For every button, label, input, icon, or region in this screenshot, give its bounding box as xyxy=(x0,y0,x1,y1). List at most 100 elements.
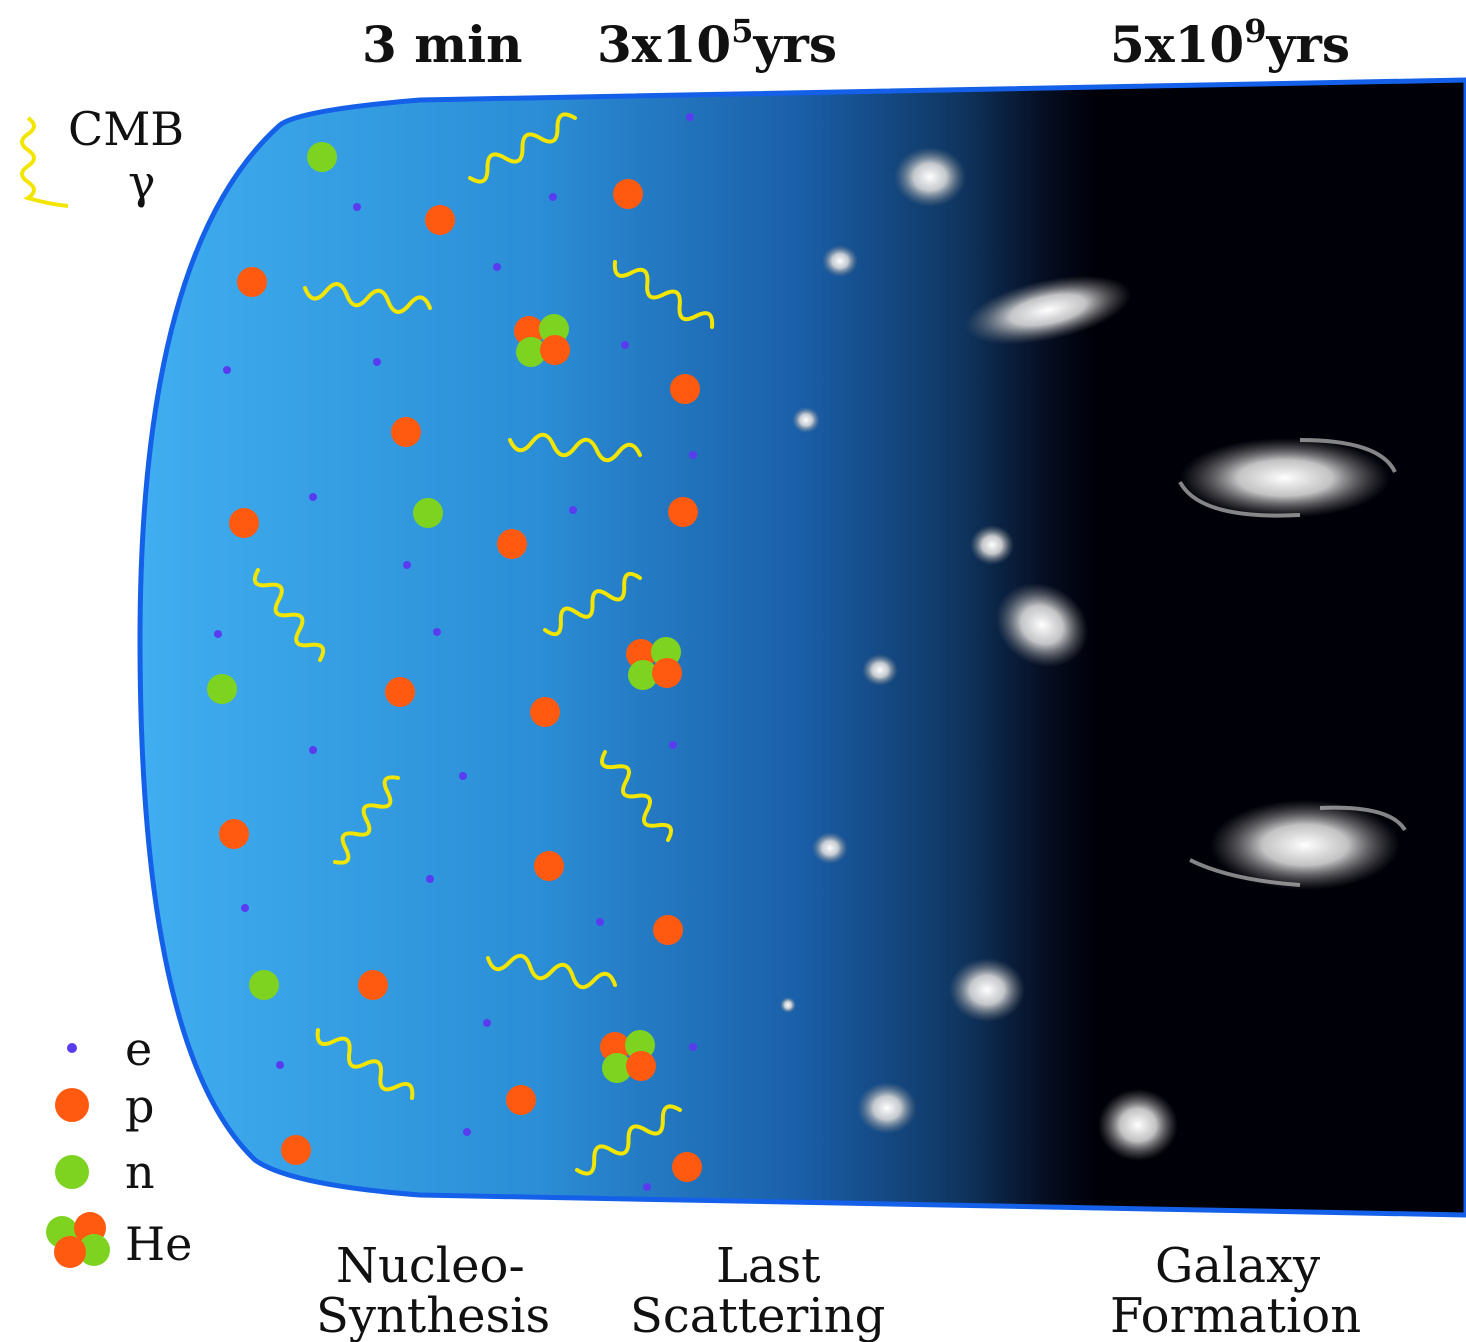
electron xyxy=(669,741,677,749)
last-scattering-caption-line1: Last xyxy=(716,1238,820,1294)
helium-legend-label: He xyxy=(125,1217,192,1271)
neutron xyxy=(413,498,443,528)
helium-legend-icon xyxy=(46,1212,110,1268)
proton xyxy=(670,374,700,404)
electron xyxy=(241,904,249,912)
cmb-photon xyxy=(303,282,432,314)
electron xyxy=(403,561,411,569)
cmb-legend-label: CMB xyxy=(68,102,184,156)
neutron-legend-label: n xyxy=(125,1145,155,1199)
electron xyxy=(569,506,577,514)
electron xyxy=(373,358,381,366)
electron xyxy=(596,918,604,926)
galaxy xyxy=(970,525,1014,565)
cmb-photon xyxy=(543,571,642,637)
proton xyxy=(530,697,560,727)
electron xyxy=(463,1128,471,1136)
last-scattering-time-label: 3x105yrs xyxy=(597,12,837,74)
proton-legend-icon xyxy=(55,1088,89,1122)
proton xyxy=(613,179,643,209)
proton xyxy=(506,1085,536,1115)
plasma-particles xyxy=(207,113,702,1191)
electron xyxy=(549,193,557,201)
proton-legend-label: p xyxy=(125,1079,154,1133)
galaxy xyxy=(1180,438,1390,518)
galaxy-formation-time-label: 5x109yrs xyxy=(1110,12,1350,74)
neutron xyxy=(307,142,337,172)
proton xyxy=(534,851,564,881)
electron xyxy=(223,366,231,374)
electron xyxy=(433,628,441,636)
proton xyxy=(229,508,259,538)
galaxies xyxy=(780,147,1407,1161)
galaxy xyxy=(894,147,966,207)
helium-nucleus xyxy=(514,314,570,367)
galaxy xyxy=(812,832,848,864)
proton xyxy=(425,205,455,235)
galaxy-caption-line1: Galaxy xyxy=(1155,1238,1320,1294)
neutron xyxy=(249,970,279,1000)
cmb-photon xyxy=(508,432,642,463)
cmb-photon xyxy=(315,1028,415,1100)
electron xyxy=(214,630,222,638)
electron xyxy=(483,1019,491,1027)
galaxy xyxy=(1098,1089,1178,1161)
neutron-legend-icon xyxy=(55,1155,89,1189)
proton xyxy=(391,417,421,447)
proton xyxy=(358,970,388,1000)
neutron xyxy=(207,674,237,704)
universe-region xyxy=(137,77,1466,1218)
spiral-arm xyxy=(1178,438,1397,518)
helium-nucleus xyxy=(626,637,682,690)
galaxy xyxy=(857,1082,917,1134)
gamma-legend-label: γ xyxy=(128,155,156,209)
electron xyxy=(276,1061,284,1069)
electron xyxy=(353,203,361,211)
galaxy xyxy=(822,245,858,277)
electron xyxy=(686,113,694,121)
cmb-photon xyxy=(468,112,577,184)
galaxy xyxy=(1210,800,1400,890)
spiral-arm xyxy=(1189,805,1407,887)
electron xyxy=(643,1183,651,1191)
proton xyxy=(237,267,267,297)
cmb-photon xyxy=(333,775,400,865)
nucleosynthesis-caption-line2: Synthesis xyxy=(316,1288,550,1342)
last-scattering-caption-line2: Scattering xyxy=(630,1288,885,1342)
electron-legend-label: e xyxy=(125,1022,152,1076)
proton xyxy=(219,819,249,849)
electron xyxy=(459,772,467,780)
cmb-photon xyxy=(252,568,326,662)
proton xyxy=(385,677,415,707)
helium-nucleus xyxy=(600,1030,656,1083)
galaxy xyxy=(995,582,1089,668)
galaxy xyxy=(780,997,796,1013)
cmb-photons xyxy=(252,112,715,1176)
cmb-photon xyxy=(575,1104,682,1176)
proton xyxy=(668,497,698,527)
cmb-photon xyxy=(486,953,617,990)
proton xyxy=(672,1152,702,1182)
electron xyxy=(621,341,629,349)
galaxy xyxy=(862,654,898,686)
galaxy xyxy=(792,407,820,433)
cmb-photon xyxy=(600,750,673,842)
galaxy xyxy=(964,275,1132,345)
proton xyxy=(281,1135,311,1165)
nucleosynthesis-caption-line1: Nucleo- xyxy=(336,1238,525,1294)
electron-legend-icon xyxy=(67,1043,77,1053)
galaxy xyxy=(949,958,1025,1022)
electron xyxy=(426,875,434,883)
electron xyxy=(493,263,501,271)
cmb-photon xyxy=(612,260,715,329)
proton xyxy=(497,529,527,559)
proton xyxy=(653,915,683,945)
nucleosynthesis-time-label: 3 min xyxy=(362,15,522,74)
electron xyxy=(689,451,697,459)
electron xyxy=(689,1043,697,1051)
electron xyxy=(309,493,317,501)
cmb-photon-legend-icon xyxy=(20,116,69,208)
galaxy-caption-line2: Formation xyxy=(1110,1288,1361,1342)
electron xyxy=(309,746,317,754)
